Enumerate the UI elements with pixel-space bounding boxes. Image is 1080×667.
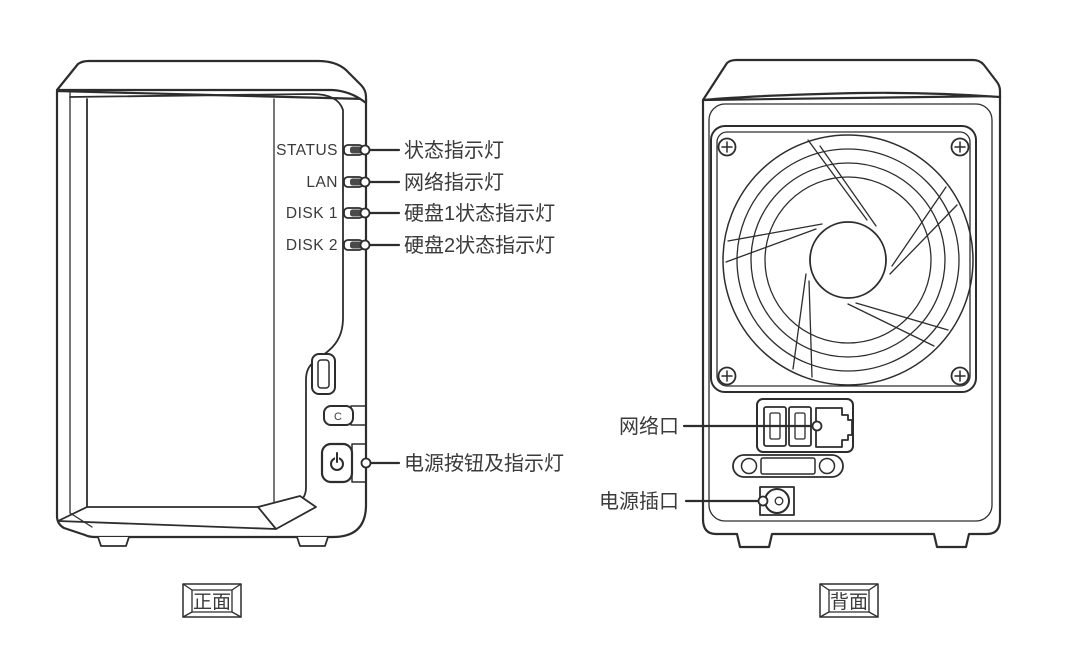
- fan: [722, 134, 974, 386]
- front-top-lid: [55, 59, 368, 105]
- back-device: 网络口 电源插口 背面: [599, 58, 1002, 618]
- front-bevel-bottom: [57, 520, 277, 530]
- lan-annotation: 网络指示灯: [404, 171, 504, 194]
- disk2-label: DISK 2: [286, 237, 338, 254]
- back-caption-badge: 背面: [819, 583, 879, 618]
- screw-icon: [950, 137, 970, 157]
- ethernet-port: [815, 407, 853, 448]
- copy-icon: C: [334, 411, 342, 423]
- lan-led-fill: [350, 178, 362, 186]
- front-usb-port: [311, 353, 336, 395]
- copy-button: C: [323, 405, 367, 426]
- security-bracket: [732, 454, 844, 478]
- back-caption: 背面: [830, 591, 868, 613]
- disk2-led-fill: [350, 241, 362, 249]
- back-top-lid: [701, 58, 1002, 102]
- disk1-led-fill: [350, 209, 362, 217]
- power-socket-annotation: 电源插口: [599, 490, 679, 513]
- back-inner-panel: [708, 103, 993, 522]
- screw-icon: [717, 366, 737, 386]
- back-leader-lines: [682, 420, 823, 507]
- fan-grille: [710, 125, 977, 393]
- network-port-annotation: 网络口: [619, 415, 679, 438]
- front-bevel-left: [57, 506, 88, 522]
- status-annotation: 状态指示灯: [404, 139, 504, 162]
- front-bevel-corner: [257, 495, 317, 530]
- front-foot-right: [296, 536, 329, 547]
- power-icon: [330, 452, 344, 471]
- lan-label: LAN: [306, 174, 338, 191]
- status-label: STATUS: [276, 142, 338, 159]
- disk2-annotation: 硬盘2状态指示灯: [404, 234, 555, 257]
- front-caption: 正面: [193, 592, 231, 613]
- front-body: [55, 89, 368, 539]
- status-led-fill: [350, 146, 362, 154]
- front-caption-badge: 正面: [182, 583, 242, 618]
- disk1-label: DISK 1: [286, 205, 338, 222]
- fan-blades: [725, 139, 958, 378]
- screw-icon: [717, 137, 737, 157]
- front-device: STATUS LAN DISK 1 DISK 2 C: [55, 59, 564, 618]
- front-leader-lines: [359, 144, 401, 469]
- screw-icon: [950, 366, 970, 386]
- disk1-annotation: 硬盘1状态指示灯: [404, 202, 555, 225]
- front-foot-left: [97, 536, 130, 547]
- power-button-annotation: 电源按钮及指示灯: [404, 452, 564, 475]
